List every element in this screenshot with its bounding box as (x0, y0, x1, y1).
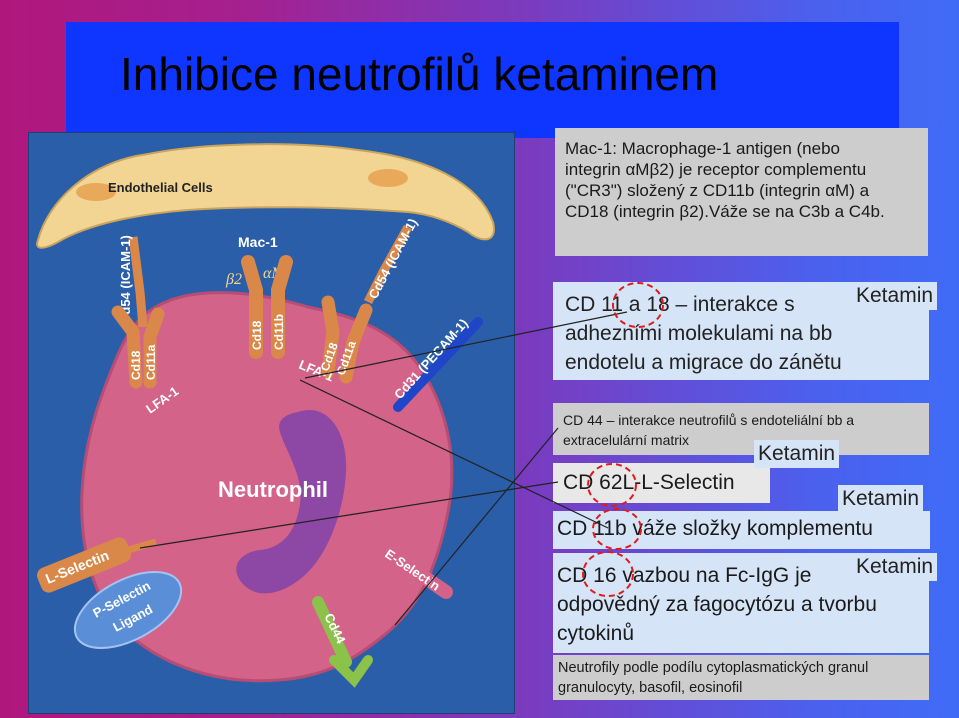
connector-line (395, 428, 558, 625)
ketamin-target-circle (593, 509, 641, 549)
ketamin-target-circle (583, 552, 633, 596)
connector-line (300, 380, 608, 528)
connector-line (140, 482, 558, 548)
connector-line (305, 312, 627, 378)
ketamin-target-circle (588, 464, 636, 506)
ketamin-target-circle (613, 283, 663, 327)
